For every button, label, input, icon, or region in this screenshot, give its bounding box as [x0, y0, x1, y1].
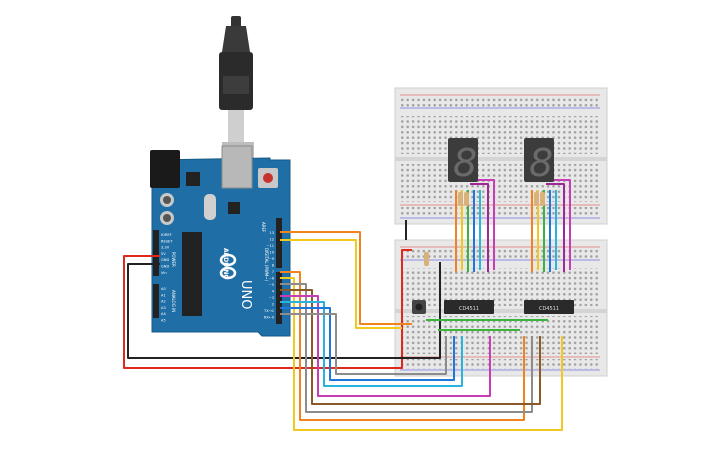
wire-cyan: [280, 301, 463, 387]
pin-label: 5V: [161, 252, 166, 256]
power-jack: [150, 150, 180, 188]
pin-label: 3.3V: [161, 246, 170, 250]
seven-segment-display-2: 8: [524, 138, 554, 185]
resistor: [464, 192, 469, 206]
arduino-brand: ARDUINO: [222, 248, 229, 279]
breadboard-bottom: [394, 239, 608, 377]
digital-header-low: [276, 272, 282, 324]
pin-label: 8: [272, 264, 275, 268]
wire-black: [127, 262, 441, 359]
wire-gray: [280, 283, 533, 413]
pin-label: ~5: [269, 283, 274, 287]
pin-label: A1: [161, 293, 166, 297]
pin-label: ~3: [269, 296, 274, 300]
usb-cable: [219, 16, 254, 164]
wire-magenta: [280, 295, 491, 397]
wire-orange: [280, 271, 525, 421]
pin-label: A3: [161, 306, 166, 310]
power-header: [153, 230, 159, 276]
analog-header-label: ANALOG IN: [171, 290, 176, 312]
wire-purple: [470, 183, 489, 272]
power-header-label: POWER: [171, 252, 176, 267]
pin-label: ~9: [269, 257, 275, 261]
pin-label: RX←0: [264, 316, 275, 320]
pin-label: TX→1: [263, 309, 274, 313]
resistor: [458, 192, 463, 206]
arduino-logo: [219, 253, 237, 280]
pin-label: GND: [161, 258, 169, 262]
atmega-chip: [182, 232, 202, 316]
wire-magenta: [476, 179, 495, 270]
pin-label: 12: [269, 238, 274, 242]
pin-label: A5: [161, 319, 166, 323]
cd4511-chip-1: CD4511: [444, 300, 494, 314]
power-pin-labels: IOREF RESET 3.3V 5V GND GND Vin: [161, 233, 173, 275]
wire-magenta: [552, 179, 571, 270]
resistor: [424, 252, 429, 266]
wire-yellow: [280, 277, 563, 431]
pin-label: 13: [269, 231, 274, 235]
push-button[interactable]: [412, 300, 426, 314]
digital-header-label: DIGITAL (PWM~): [264, 248, 269, 282]
wire-gray: [280, 313, 447, 375]
pin-label: ~10: [266, 251, 274, 255]
digital-header-high: [276, 218, 282, 268]
resistors: [424, 192, 545, 266]
pin-label: IOREF: [161, 233, 172, 237]
seven-segment-display-1: 8: [448, 138, 478, 185]
wire-red: [123, 249, 412, 369]
breadboard-top: [394, 87, 608, 225]
wire-yellow: [280, 239, 402, 329]
wire-blue: [280, 307, 455, 381]
digital-pin-labels: 13 12 ~11 ~10 ~9 8 7 ~6 ~5 4 ~3 2TX→1RX←0: [263, 231, 275, 320]
wire-brown: [280, 289, 541, 405]
resistor: [534, 192, 539, 206]
pin-label: GND: [161, 265, 169, 269]
usb-port: [221, 145, 253, 189]
pin-label: ~6: [269, 277, 275, 281]
pin-label: 2: [272, 303, 274, 307]
pin-label: A2: [161, 300, 166, 304]
wire-purple: [546, 183, 565, 272]
pin-label: A0: [161, 287, 166, 291]
resistor: [540, 192, 545, 206]
pin-label: A4: [161, 312, 166, 316]
display-2-digit: 8: [529, 141, 553, 185]
chip-1-label: CD4511: [459, 306, 479, 312]
pin-label: ~11: [266, 244, 274, 248]
aref-label: AREF: [261, 222, 266, 233]
pin-label: RESET: [161, 239, 173, 243]
pin-label: Vin: [161, 271, 167, 275]
arduino-model: UNO: [238, 280, 253, 309]
chip-2-label: CD4511: [539, 306, 559, 312]
pin-label: 7: [272, 270, 274, 274]
wire-orange: [280, 231, 412, 325]
wires: [123, 179, 571, 431]
pin-label: 4: [272, 290, 275, 294]
analog-header: [153, 284, 159, 318]
cd4511-chip-2: CD4511: [524, 300, 574, 314]
arduino-uno: ARDUINO UNO AREF DIGITAL (PWM~) POWER AN…: [150, 145, 291, 337]
display-1-digit: 8: [453, 141, 477, 185]
